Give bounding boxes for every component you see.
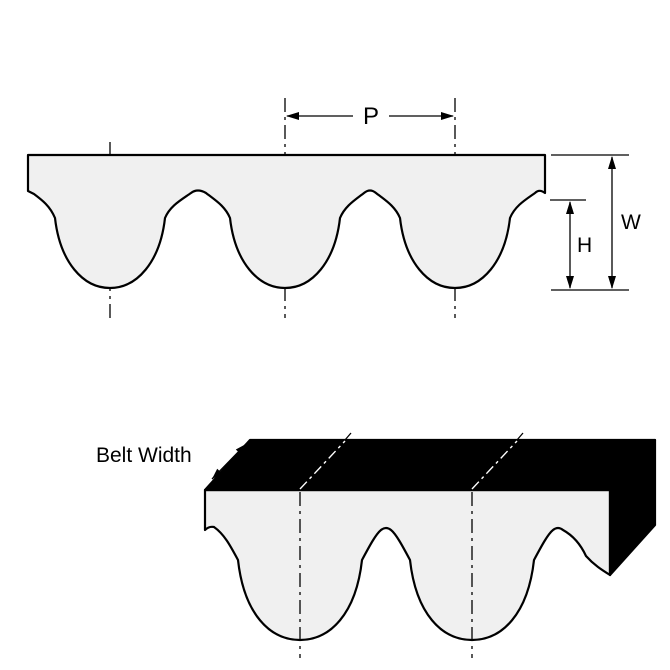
belt-3d-end-face	[608, 438, 657, 577]
tooth-height-label: H	[577, 234, 592, 257]
belt-3d-view: Belt Width	[96, 432, 657, 658]
h-arrow-up-icon	[566, 201, 574, 214]
belt-thickness-label: W	[621, 211, 641, 234]
h-arrow-down-icon	[566, 276, 574, 289]
w-arrow-up-icon	[608, 156, 616, 169]
belt-3d-tooth2-centerline-tick	[516, 432, 524, 441]
belt-cross-section-view: P W H	[26, 98, 641, 318]
belt-width-arrowhead-upper-icon	[235, 444, 246, 455]
belt-profile-outline	[26, 153, 547, 290]
pitch-arrow-left-icon	[286, 112, 299, 120]
belt-width-annotation: Belt Width	[96, 443, 247, 480]
w-arrow-down-icon	[608, 276, 616, 289]
belt-3d-top-face	[203, 438, 657, 492]
belt-width-arrowhead-lower-icon	[212, 468, 223, 479]
pitch-label: P	[363, 103, 379, 130]
tooth-height-dimension: H	[550, 199, 592, 289]
belt-width-label: Belt Width	[96, 444, 192, 467]
belt-thickness-dimension: W	[551, 154, 641, 291]
belt-3d-tooth1-centerline-tick	[344, 432, 352, 441]
belt-3d-front-face	[203, 488, 612, 642]
pitch-arrow-right-icon	[441, 112, 454, 120]
pitch-dimension: P	[286, 103, 454, 130]
